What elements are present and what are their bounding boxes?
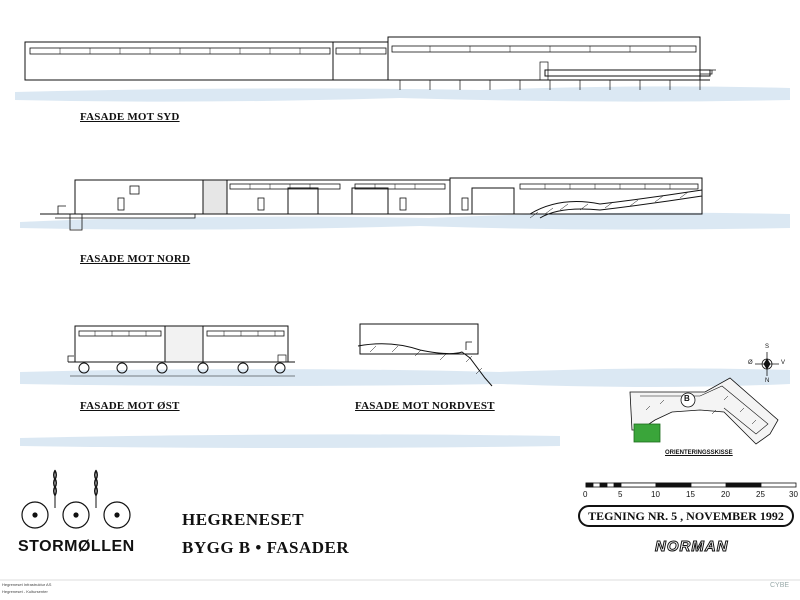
scale-tick-0: 0 [583,490,588,499]
footer-line-1: Hegreneset Infrastruktur AS [2,582,52,587]
compass-s: S [765,344,770,350]
south-facade-label: FASADE MOT SYD [80,111,180,123]
scale-bar [585,482,797,488]
watermark: CYBE [770,582,790,589]
scale-tick-15: 15 [686,490,695,499]
scale-tick-10: 10 [651,490,660,499]
orientation-label: ORIENTERINGSSKISSE [665,450,733,456]
orientation-sketch [629,377,779,445]
drawing-number-box: TEGNING NR. 5 , NOVEMBER 1992 [578,505,794,527]
drawing-title: BYGG B • FASADER [182,538,350,557]
project-title: HEGRENESET [182,510,305,529]
scale-tick-5: 5 [618,490,623,499]
northwest-facade [357,323,493,387]
south-window-band [29,45,697,55]
south-facade [24,36,716,90]
scale-tick-30: 30 [789,490,798,499]
firm-name: NORMAN [655,538,729,556]
east-facade-label: FASADE MOT ØST [80,400,180,412]
north-facade [40,177,703,231]
east-facade [67,325,295,377]
east-facade-bollards [78,362,286,374]
compass-n: N [765,378,770,384]
compass-rose [755,352,779,376]
drawing-number: TEGNING NR. 5 , NOVEMBER 1992 [588,508,784,523]
scale-tick-25: 25 [756,490,765,499]
building-b-marker: B [684,394,690,403]
footer-line-2: Hegreneset - Kultursenter [2,589,48,594]
compass-v: V [781,360,786,366]
logo-text: STORMØLLEN [18,538,135,555]
scale-tick-20: 20 [721,490,730,499]
water-wash [15,86,790,448]
stormollen-logo [21,469,131,529]
north-facade-label: FASADE MOT NORD [80,253,191,265]
northwest-facade-label: FASADE MOT NORDVEST [355,400,495,412]
compass-o: Ø [748,360,753,366]
